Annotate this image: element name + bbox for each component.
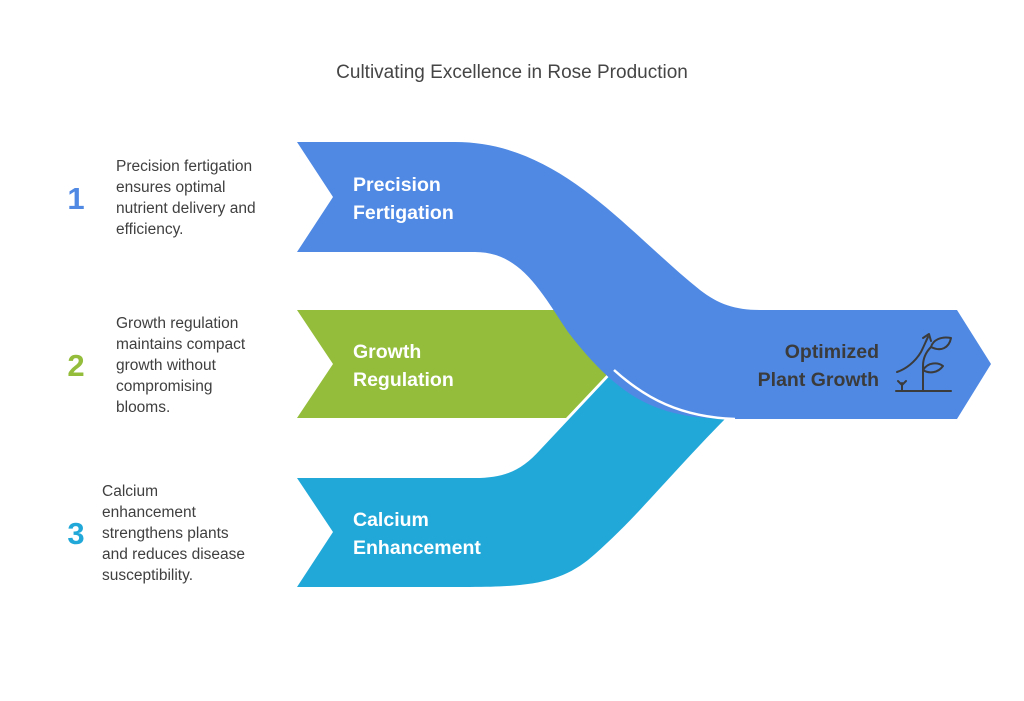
arrow-label-line: Growth: [353, 341, 421, 363]
description-3-line: Calcium: [102, 483, 158, 500]
description-1: Precision fertigation ensures optimal nu…: [116, 158, 256, 238]
description-2-line: compromising: [116, 378, 212, 395]
step-number-1: 1: [67, 181, 84, 216]
description-3-line: strengthens plants: [102, 525, 229, 542]
growth-regulation-label: Growth Regulation: [353, 341, 454, 391]
description-3-line: and reduces disease: [102, 546, 245, 563]
step-number-3: 3: [67, 516, 84, 551]
description-2-line: maintains compact: [116, 336, 246, 353]
arrow-label-line: Regulation: [353, 369, 454, 391]
arrow-label-line: Enhancement: [353, 537, 481, 559]
output-label-line: Plant Growth: [758, 369, 879, 391]
precision-fertigation-label: Precision Fertigation: [353, 174, 454, 224]
arrow-label-line: Fertigation: [353, 202, 454, 224]
description-3: Calcium enhancement strengthens plants a…: [102, 483, 245, 584]
calcium-enhancement-arrow: [297, 368, 725, 587]
description-2: Growth regulation maintains compact grow…: [116, 315, 246, 416]
description-2-line: growth without: [116, 357, 217, 374]
precision-fertigation-arrow: [297, 142, 991, 419]
growth-regulation-arrow: [297, 310, 617, 418]
step-number-2: 2: [67, 348, 84, 383]
description-1-line: nutrient delivery and: [116, 200, 256, 217]
page-title: Cultivating Excellence in Rose Productio…: [336, 62, 688, 83]
description-1-line: efficiency.: [116, 221, 184, 238]
arrow-label-line: Precision: [353, 174, 441, 196]
description-1-line: ensures optimal: [116, 179, 225, 196]
output-label-line: Optimized: [785, 341, 879, 363]
description-3-line: susceptibility.: [102, 567, 193, 584]
merge-separator: [613, 369, 736, 421]
description-3-line: enhancement: [102, 504, 197, 521]
description-2-line: blooms.: [116, 399, 170, 416]
plant-growth-icon: [895, 333, 952, 392]
calcium-enhancement-label: Calcium Enhancement: [353, 509, 481, 559]
description-1-line: Precision fertigation: [116, 158, 252, 175]
arrow-label-line: Calcium: [353, 509, 429, 531]
optimized-plant-growth-label: Optimized Plant Growth: [758, 341, 879, 391]
description-2-line: Growth regulation: [116, 315, 238, 332]
